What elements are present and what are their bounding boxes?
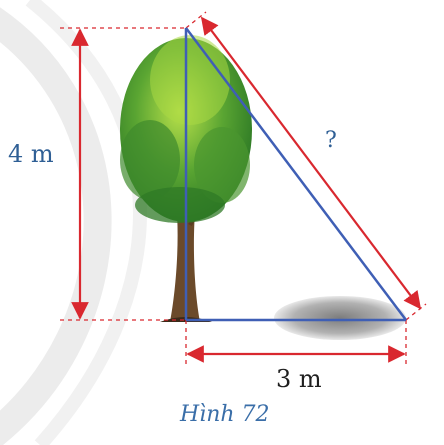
hypotenuse-arrow: [200, 16, 422, 310]
base-label: 3 m: [276, 365, 322, 393]
measure-arrows: [71, 16, 422, 363]
height-label: 4 m: [8, 140, 54, 168]
tree-shadow: [274, 296, 406, 340]
hypotenuse-label: ?: [325, 128, 337, 153]
guide-lines: [60, 11, 427, 368]
watermark-arcs: [0, 0, 147, 445]
figure-caption: Hình 72: [180, 402, 270, 427]
